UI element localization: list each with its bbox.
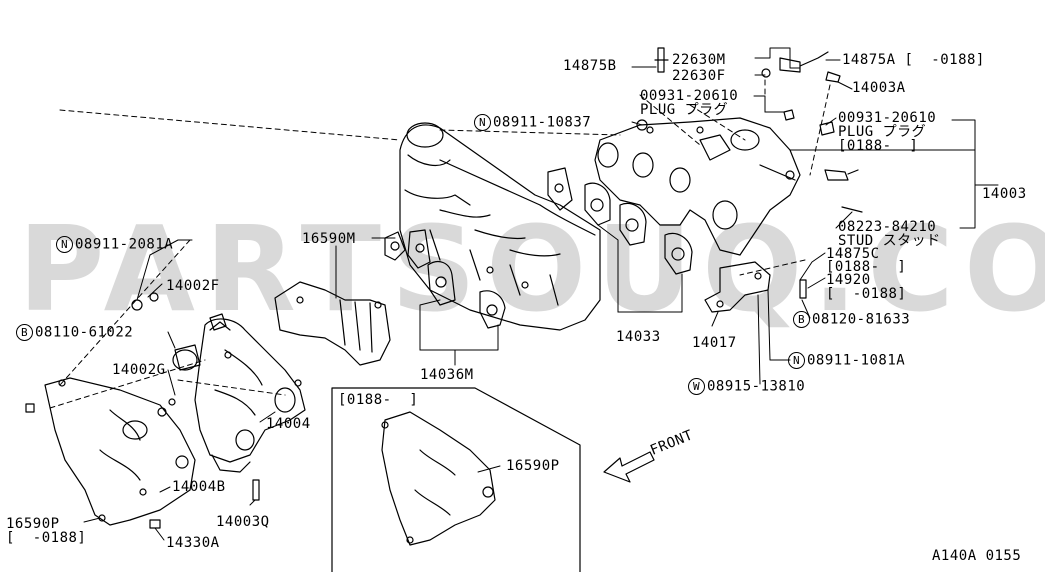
heat-insulator-p <box>44 377 196 526</box>
label-14002F: 14002F <box>166 278 220 294</box>
dashed-lines <box>49 79 831 409</box>
b-marker: B <box>16 324 33 341</box>
label-plug-b: PLUG プラグ <box>838 124 927 140</box>
label-14920: 14920 <box>826 272 871 288</box>
cylinder-head <box>399 122 601 331</box>
n-marker: N <box>474 114 491 131</box>
label-14004B: 14004B <box>172 479 226 495</box>
label-14033: 14033 <box>616 329 661 345</box>
heat-insulator-m <box>274 281 391 366</box>
label-range-00931-b: [0188- ] <box>838 138 919 154</box>
label-range-16590P: [ -0188] <box>6 530 87 546</box>
label-range-14920: [ -0188] <box>826 286 907 302</box>
label-14003Q: 14003Q <box>216 514 270 530</box>
intake-gaskets <box>547 167 693 275</box>
label-00931-20610-a: 00931-20610 <box>640 88 739 104</box>
label-16590P-inset: 16590P <box>506 458 560 474</box>
label-14875C: 14875C <box>826 246 880 262</box>
label-08223-84210: 08223-84210 <box>838 219 937 235</box>
label-14003: 14003 <box>982 186 1027 202</box>
label-14330A: 14330A <box>166 535 220 551</box>
intake-manifold <box>594 117 801 256</box>
label-14002G: 14002G <box>112 362 166 378</box>
label-16590M: 16590M <box>302 231 356 247</box>
label-00931-20610-b: 00931-20610 <box>838 110 937 126</box>
exhaust-gaskets <box>384 229 506 329</box>
w-marker: W <box>688 378 705 395</box>
leader-lines <box>83 47 999 541</box>
label-16590P: 16590P <box>6 516 60 532</box>
n-marker: N <box>56 236 73 253</box>
label-22630F: 22630F <box>672 68 726 84</box>
label-14875A: 14875A [ -0188] <box>842 52 985 68</box>
label-14036M: 14036M <box>420 367 474 383</box>
front-arrow <box>603 451 655 483</box>
label-22630M: 22630M <box>672 52 726 68</box>
label-stud: STUD スタッド <box>838 233 941 249</box>
n-marker: N <box>788 352 805 369</box>
label-range-14875C: [0188- ] <box>826 259 907 275</box>
inset-frame <box>331 387 581 572</box>
label-14004: 14004 <box>266 416 311 432</box>
exhaust-manifold <box>172 318 306 473</box>
left-small-parts <box>25 292 260 529</box>
label-inset-range: [0188- ] <box>338 392 419 408</box>
label-14003A: 14003A <box>852 80 906 96</box>
diagram-code: A140A 0155 <box>932 548 1022 564</box>
b-marker: B <box>793 311 810 328</box>
label-14875B: 14875B <box>563 58 617 74</box>
label-plug-a: PLUG プラグ <box>640 102 729 118</box>
bracket <box>704 261 771 313</box>
label-14017: 14017 <box>692 335 737 351</box>
